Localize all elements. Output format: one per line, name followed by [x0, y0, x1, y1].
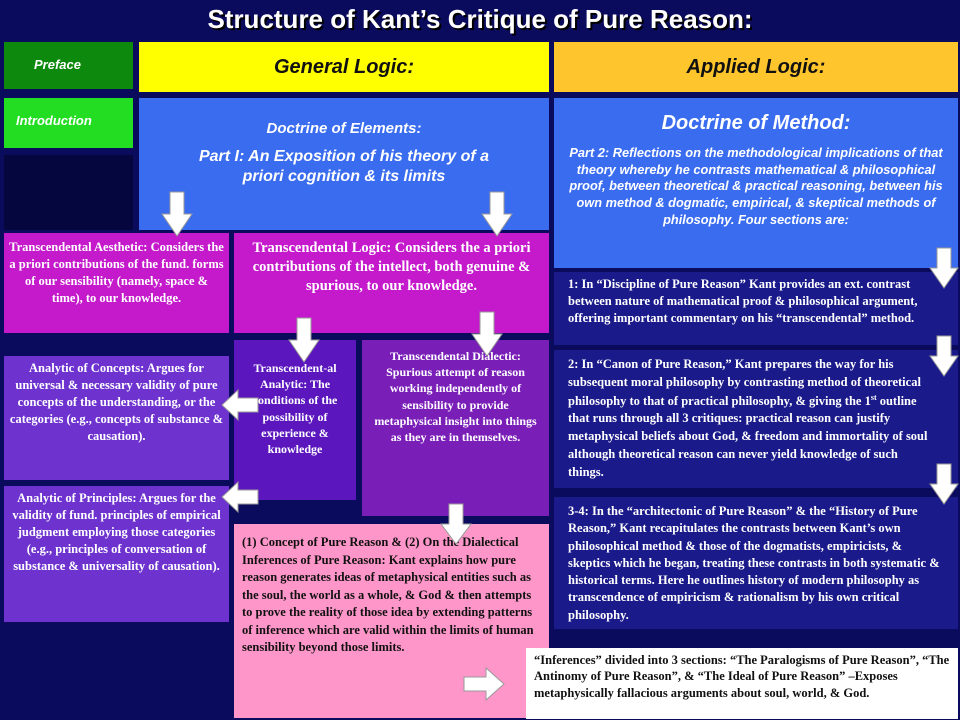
- left-dark-panel: [4, 155, 133, 230]
- preface-label: Preface: [34, 57, 81, 72]
- doctrine-of-method-box: Doctrine of Method: Part 2: Reflections …: [554, 98, 958, 268]
- down-arrow-icon: [471, 311, 503, 357]
- dialectical-inferences-box: (1) Concept of Pure Reason & (2) On the …: [234, 524, 549, 718]
- section-2-text-cont: outline that runs through all 3 critique…: [568, 393, 928, 479]
- doctrine-of-elements-heading: Doctrine of Elements:: [266, 120, 422, 137]
- inference-sections-box: “Inferences” divided into 3 sections: “T…: [526, 648, 958, 719]
- section-2-superscript: st: [870, 392, 877, 402]
- transcendental-dialectic-text: Transcendental Dialectic: Spurious attem…: [374, 349, 537, 444]
- applied-logic-header: Applied Logic:: [554, 42, 958, 92]
- page-title: Structure of Kant’s Critique of Pure Rea…: [207, 4, 753, 34]
- transcendental-aesthetic-text: Transcendental Aesthetic: Considers the …: [9, 240, 224, 305]
- transcendental-aesthetic-box: Transcendental Aesthetic: Considers the …: [4, 233, 229, 333]
- general-logic-header: General Logic:: [139, 42, 549, 92]
- transcendental-dialectic-box: Transcendental Dialectic: Spurious attem…: [362, 340, 549, 516]
- doctrine-of-method-body: Part 2: Reflections on the methodologica…: [569, 145, 943, 227]
- section-3-4-text: 3-4: In the “architectonic of Pure Reaso…: [568, 504, 940, 622]
- right-arrow-icon: [463, 666, 505, 702]
- down-arrow-icon: [929, 335, 959, 377]
- doctrine-of-method-heading: Doctrine of Method:: [661, 112, 851, 134]
- introduction-box: Introduction: [4, 98, 133, 148]
- doctrine-of-elements-box: Doctrine of Elements: Part I: An Exposit…: [139, 98, 549, 230]
- analytic-of-principles-text: Analytic of Principles: Argues for the v…: [12, 491, 221, 573]
- preface-box: Preface: [4, 42, 133, 89]
- section-1-text: 1: In “Discipline of Pure Reason” Kant p…: [568, 277, 918, 325]
- transcendental-logic-box: Transcendental Logic: Considers the a pr…: [234, 233, 549, 333]
- inference-sections-text: “Inferences” divided into 3 sections: “T…: [534, 653, 950, 700]
- transcendental-logic-text: Transcendental Logic: Considers the a pr…: [252, 240, 531, 294]
- section-2-text: 2: In “Canon of Pure Reason,” Kant prepa…: [568, 357, 921, 408]
- left-arrow-icon: [221, 480, 259, 514]
- down-arrow-icon: [440, 503, 472, 545]
- analytic-of-concepts-box: Analytic of Concepts: Argues for univers…: [4, 356, 229, 480]
- doctrine-of-elements-body: Part I: An Exposition of his theory of a…: [198, 148, 490, 185]
- down-arrow-icon: [288, 317, 320, 363]
- dialectical-inferences-text: (1) Concept of Pure Reason & (2) On the …: [242, 535, 534, 654]
- transcendental-analytic-text: Transcendent-al Analytic: The conditions…: [252, 361, 338, 456]
- down-arrow-icon: [929, 247, 959, 289]
- analytic-of-principles-box: Analytic of Principles: Argues for the v…: [4, 486, 229, 622]
- introduction-label: Introduction: [16, 113, 92, 128]
- transcendental-analytic-box: Transcendent-al Analytic: The conditions…: [234, 340, 356, 500]
- down-arrow-icon: [929, 463, 959, 505]
- down-arrow-icon: [161, 191, 193, 237]
- left-arrow-icon: [221, 388, 259, 422]
- section-2-box: 2: In “Canon of Pure Reason,” Kant prepa…: [554, 350, 958, 488]
- section-3-4-box: 3-4: In the “architectonic of Pure Reaso…: [554, 497, 958, 629]
- down-arrow-icon: [481, 191, 513, 237]
- analytic-of-concepts-text: Analytic of Concepts: Argues for univers…: [9, 361, 224, 443]
- section-1-box: 1: In “Discipline of Pure Reason” Kant p…: [554, 272, 958, 345]
